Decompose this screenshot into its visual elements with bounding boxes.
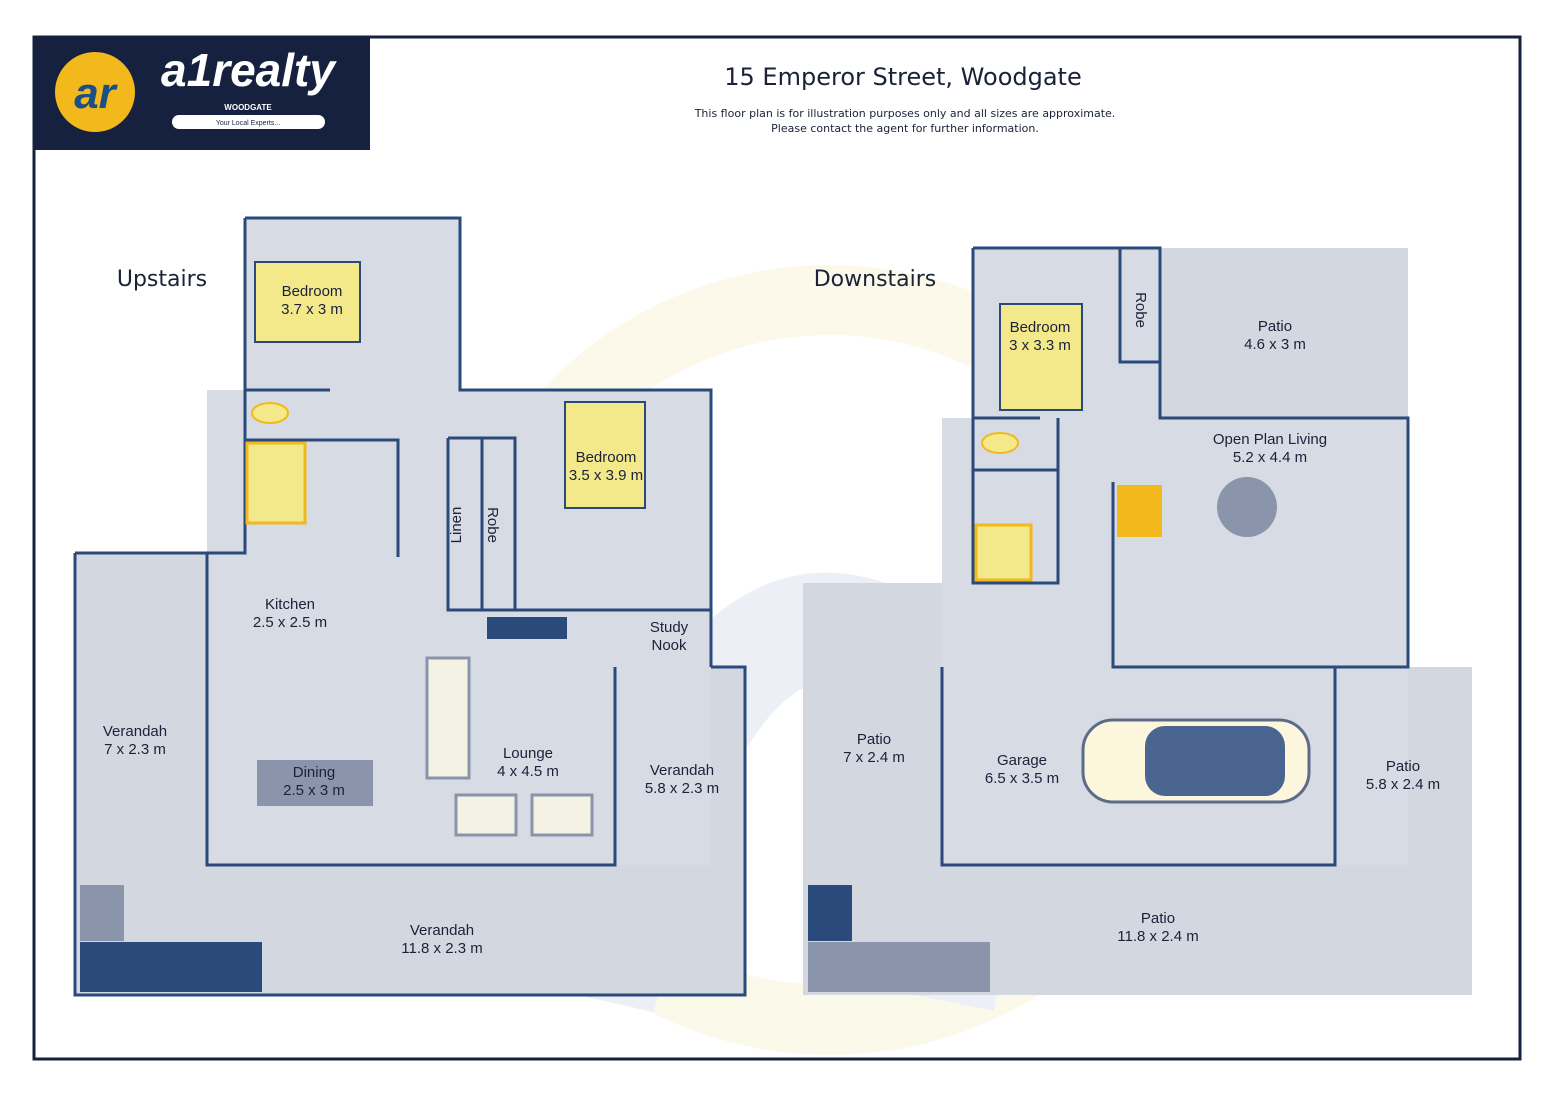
toilet-icon [251, 402, 289, 424]
room-label: 4.6 x 3 m [1244, 336, 1306, 353]
logo-location: WOODGATE [224, 103, 272, 112]
kitchen-bench-icon [1117, 485, 1162, 537]
logo-tagline: Your Local Experts... [216, 120, 280, 127]
room-label: 3.5 x 3.9 m [569, 467, 643, 484]
disclaimer-line-1: This floor plan is for illustration purp… [694, 107, 1116, 120]
room-label: 5.8 x 2.4 m [1366, 776, 1440, 793]
stairs-icon [808, 885, 852, 941]
room-label: Patio [1386, 758, 1420, 775]
armchair-icon [530, 793, 594, 837]
room-label: 4 x 4.5 m [497, 763, 559, 780]
room-label: 3.7 x 3 m [281, 301, 343, 318]
stairs-icon [808, 942, 990, 992]
room-label: Dining [293, 764, 336, 781]
room-label: Verandah [410, 922, 474, 939]
page-title: 15 Emperor Street, Woodgate [724, 63, 1081, 91]
bed-icon [254, 261, 361, 343]
sofa-icon [425, 656, 471, 780]
room-label: Bedroom [282, 283, 343, 300]
room-label: 5.2 x 4.4 m [1233, 449, 1307, 466]
shower-icon [974, 523, 1033, 582]
company-logo: ar a1realty WOODGATE Your Local Experts.… [34, 37, 370, 150]
room-label: Study [650, 619, 689, 636]
room-label: 7 x 2.3 m [104, 741, 166, 758]
disclaimer-line-2: Please contact the agent for further inf… [771, 122, 1039, 135]
room-label: Bedroom [576, 449, 637, 466]
room-label: Garage [997, 752, 1047, 769]
downstairs-heading: Downstairs [814, 267, 937, 292]
room-label: Nook [651, 637, 687, 654]
page-frame [32, 35, 1522, 1061]
room-label: Patio [857, 731, 891, 748]
bed-icon [999, 303, 1083, 411]
upstairs-plan: Upstairs [73, 216, 747, 997]
armchair-icon [454, 793, 518, 837]
logo-monogram: ar [74, 69, 118, 118]
room-label: Patio [1141, 910, 1175, 927]
tv-unit-icon [487, 617, 567, 639]
room-label: Robe [1132, 292, 1149, 328]
room-label: Kitchen [265, 596, 315, 613]
room-label: 6.5 x 3.5 m [985, 770, 1059, 787]
upstairs-heading: Upstairs [117, 267, 207, 292]
room-label: 2.5 x 3 m [283, 782, 345, 799]
shower-icon [245, 441, 307, 525]
room-label: 2.5 x 2.5 m [253, 614, 327, 631]
room-label: Open Plan Living [1213, 431, 1327, 448]
room-label: 11.8 x 2.3 m [401, 940, 482, 957]
downstairs-plan: Downstairs [803, 246, 1472, 995]
room-label: Patio [1258, 318, 1292, 335]
room-label: 7 x 2.4 m [843, 749, 905, 766]
room-label: 3 x 3.3 m [1009, 337, 1071, 354]
toilet-icon [981, 432, 1019, 454]
stairs-icon [80, 885, 124, 941]
logo-circle-icon [55, 52, 135, 132]
car-roof-icon [1145, 726, 1285, 796]
room-label: Robe [484, 507, 501, 543]
room-label: 11.8 x 2.4 m [1117, 928, 1198, 945]
room-label: Bedroom [1010, 319, 1071, 336]
dining-table-icon [1217, 477, 1277, 537]
room-label: Verandah [650, 762, 714, 779]
room-label: Verandah [103, 723, 167, 740]
dining-table-icon [257, 760, 373, 806]
room-label: Lounge [503, 745, 553, 762]
stairs-icon [80, 942, 262, 992]
room-label: 5.8 x 2.3 m [645, 780, 719, 797]
logo-brand: a1realty [161, 44, 337, 96]
room-label: Linen [448, 507, 465, 544]
bed-icon [564, 401, 646, 509]
